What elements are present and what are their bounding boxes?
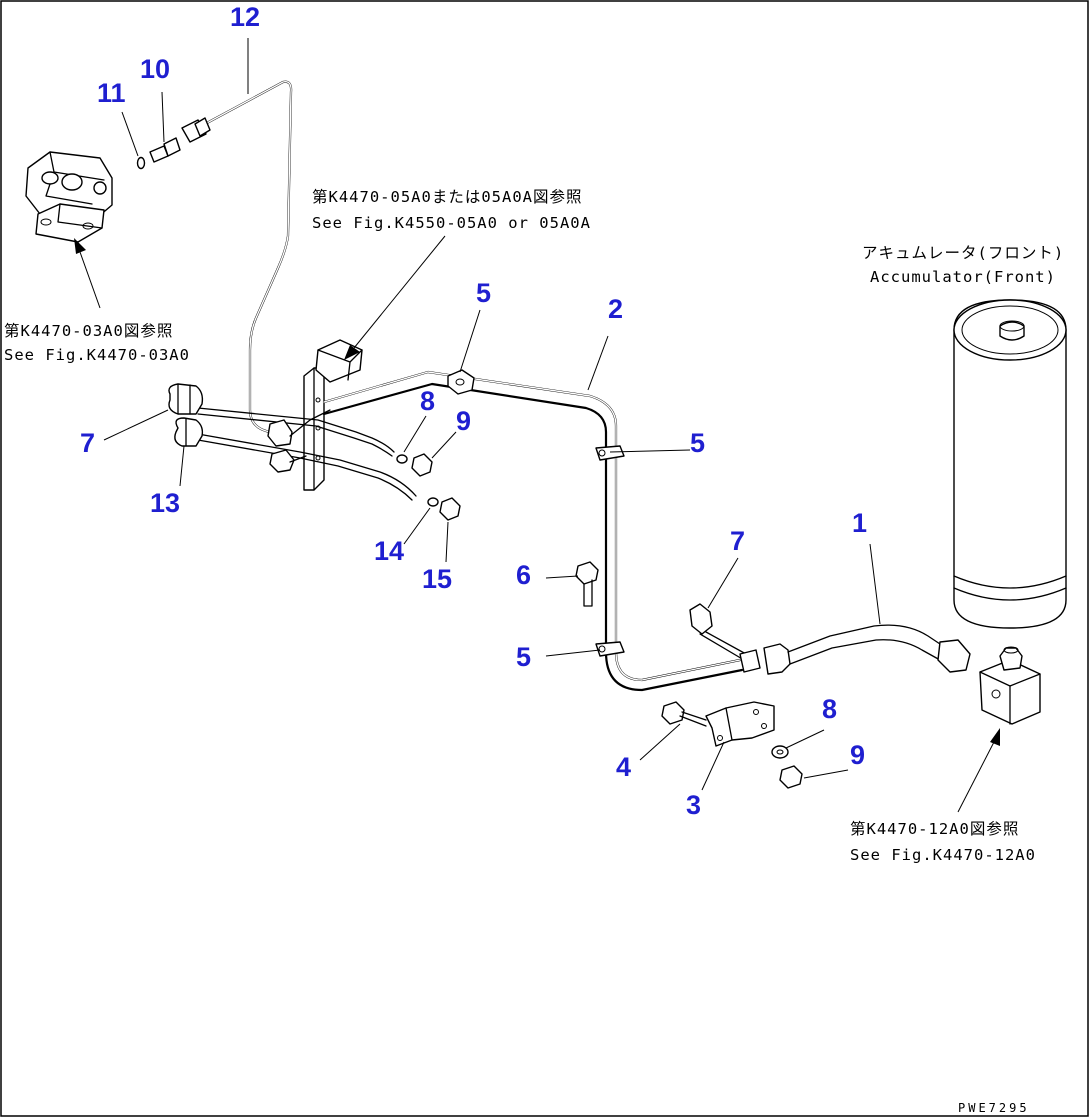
callout-1: 1	[852, 508, 867, 538]
callout-3: 3	[686, 790, 701, 820]
part-10-adapter	[149, 137, 181, 163]
hose-7-upper	[168, 383, 395, 457]
arrow-head-right	[990, 728, 1000, 746]
note-accumulator-en: Accumulator(Front)	[870, 268, 1056, 286]
callout-7-right: 7	[730, 526, 745, 556]
arrow-head-top	[344, 345, 360, 360]
callout-5-low: 5	[516, 642, 531, 672]
part-15-nut	[439, 497, 461, 521]
callout-14: 14	[374, 536, 404, 566]
clamp-5-mid	[595, 445, 625, 461]
callout-numbers: 12 10 11 5 2 8 9 7 13 5 14 15 6 7 1 5 8 …	[80, 2, 867, 820]
callout-12: 12	[230, 2, 260, 32]
clamp-5-top	[447, 369, 475, 395]
callout-9-upper: 9	[456, 406, 471, 436]
note-right-en: See Fig.K4470-12A0	[850, 846, 1036, 864]
pipe-12	[181, 80, 293, 434]
note-top-en: See Fig.K4550-05A0 or 05A0A	[312, 214, 591, 232]
ref-arrow-left	[79, 251, 101, 309]
part-8-washer-lower	[771, 745, 789, 759]
accumulator-front	[953, 299, 1067, 629]
callout-7-left: 7	[80, 428, 95, 458]
valve-block-left	[25, 151, 113, 243]
callout-10: 10	[140, 54, 170, 84]
callout-11: 11	[97, 78, 126, 108]
callout-2: 2	[608, 294, 623, 324]
note-right-jp: 第K4470-12A0図参照	[850, 820, 1019, 838]
note-left-en: See Fig.K4470-03A0	[4, 346, 190, 364]
callout-leaders	[103, 38, 881, 791]
part-8-washer-hole	[776, 749, 784, 755]
bracket-left	[303, 339, 363, 491]
part-9-nut-lower	[779, 765, 803, 789]
pipe-2	[322, 370, 744, 692]
callout-13: 13	[150, 488, 180, 518]
clamp-5-low	[595, 641, 625, 657]
part-6-bolt	[575, 561, 599, 607]
callout-9-lower: 9	[850, 740, 865, 770]
note-top-jp: 第K4470-05A0または05A0A図参照	[312, 188, 582, 206]
hose-13-lower	[174, 417, 417, 501]
note-left-jp: 第K4470-03A0図参照	[4, 322, 173, 340]
callout-15: 15	[422, 564, 452, 594]
callout-6: 6	[516, 560, 531, 590]
arrow-head-left	[74, 238, 86, 254]
callout-4: 4	[616, 752, 631, 782]
valve-block-right	[979, 646, 1041, 725]
hose-7-lower	[689, 603, 747, 661]
part-11-oring	[136, 156, 146, 170]
drawing-code: PWE7295	[958, 1101, 1030, 1115]
reference-notes: 第K4470-05A0または05A0A図参照 See Fig.K4550-05A…	[4, 188, 1064, 864]
callout-5-top: 5	[476, 278, 491, 308]
callout-8-upper: 8	[420, 386, 435, 416]
part-8-washer-upper	[396, 454, 408, 464]
part-9-nut-upper	[411, 453, 433, 477]
note-accumulator-jp: アキュムレータ(フロント)	[862, 244, 1064, 262]
callout-8-lower: 8	[822, 694, 837, 724]
ref-arrow-top	[353, 235, 446, 349]
hose-1	[739, 624, 971, 675]
part-3-bracket	[705, 701, 775, 747]
callout-5-mid: 5	[690, 428, 705, 458]
ref-arrow-right	[957, 741, 995, 813]
part-14-washer	[427, 497, 439, 507]
part-4-bolt	[661, 701, 707, 727]
